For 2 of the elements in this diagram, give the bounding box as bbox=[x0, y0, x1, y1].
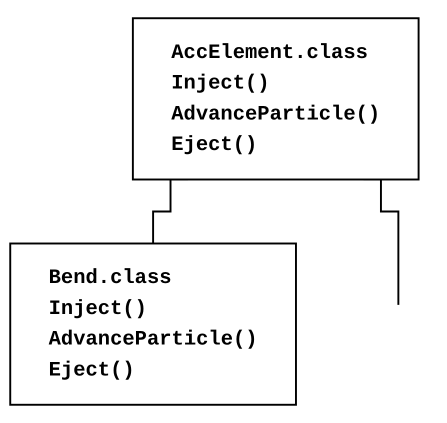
node-box: Bend.class Inject() AdvanceParticle() Eject() bbox=[9, 242, 297, 406]
node-box: AccElement.class Inject() AdvanceParticle() Eject() bbox=[132, 17, 420, 180]
